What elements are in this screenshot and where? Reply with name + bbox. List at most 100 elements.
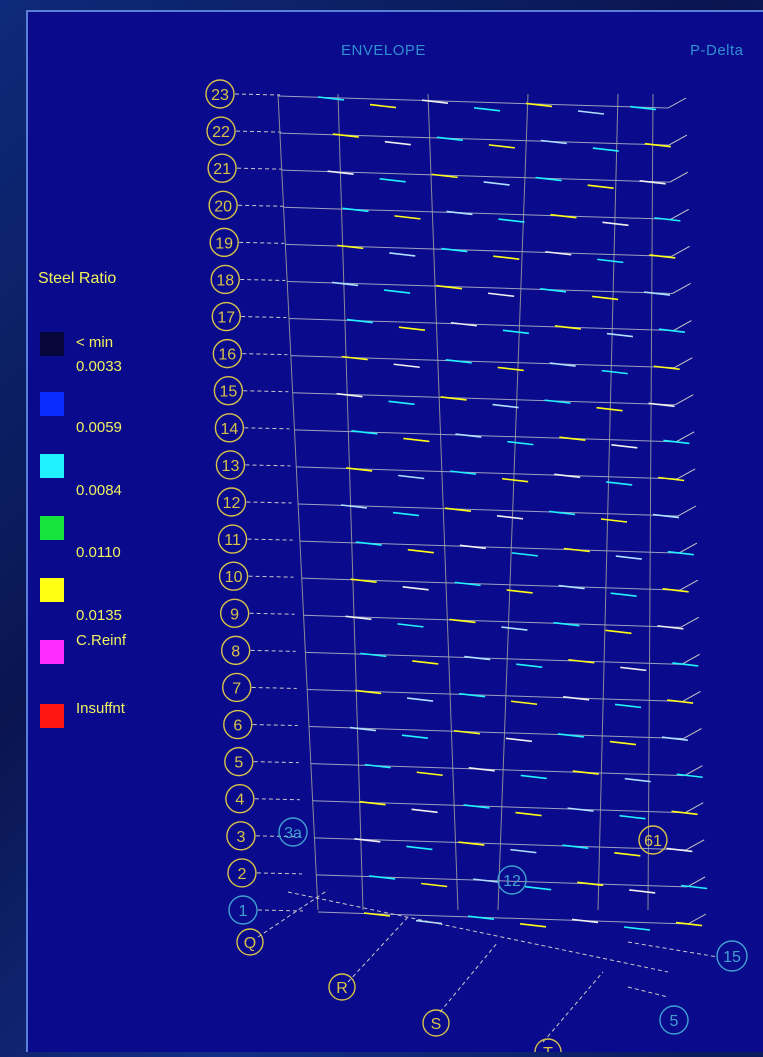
grid-bubble-r[interactable]: R — [328, 973, 356, 1001]
beam-segment — [402, 585, 429, 591]
grid-bubble-5[interactable]: 5 — [659, 1005, 689, 1035]
beam-segment — [567, 807, 594, 812]
story-bubble[interactable]: 7 — [222, 672, 252, 703]
story-bubble[interactable]: 2 — [227, 858, 257, 888]
beam-segment — [496, 515, 524, 520]
beam-segment — [558, 584, 585, 590]
story-bubble[interactable]: 17 — [211, 301, 241, 332]
legend-label: < min — [76, 334, 114, 351]
beam-segment — [511, 552, 538, 557]
svg-text:12: 12 — [223, 495, 241, 512]
beam-segment — [359, 800, 386, 806]
beam-segment — [440, 396, 467, 401]
story-bubble[interactable]: 1 — [228, 895, 258, 925]
story-leader — [249, 612, 295, 615]
floor-edge — [669, 171, 689, 183]
beam-segment — [379, 177, 406, 183]
beam-segment — [393, 363, 420, 369]
grid-bubble-q[interactable]: Q — [236, 928, 264, 956]
story-bubble[interactable]: 5 — [224, 746, 254, 777]
beam-segment — [557, 733, 585, 738]
beam-segment — [624, 777, 651, 783]
story-bubble[interactable]: 10 — [218, 561, 249, 591]
story-bubble[interactable]: 8 — [220, 635, 251, 666]
beam-segment — [525, 102, 553, 108]
floor-edge — [684, 765, 703, 777]
grid-bubble-12[interactable]: 12 — [497, 865, 527, 895]
story-leader — [248, 575, 294, 578]
beam-segment — [506, 589, 533, 594]
beam-segment — [369, 103, 397, 109]
story-bubble[interactable]: 6 — [223, 709, 253, 740]
floor-edge — [674, 357, 693, 369]
grid-bubble-3a[interactable]: 3a — [278, 817, 308, 847]
story-bubble[interactable]: 15 — [213, 376, 244, 406]
story-leader — [251, 686, 297, 689]
beam-segment — [383, 289, 411, 294]
beam-segment — [498, 218, 525, 223]
beam-segment — [643, 291, 671, 296]
story-bubble[interactable]: 4 — [225, 784, 255, 814]
svg-text:22: 22 — [212, 124, 230, 141]
analysis-tag: P-Delta — [690, 42, 744, 59]
story-bubble[interactable]: 20 — [208, 190, 238, 220]
beam-segment — [463, 804, 490, 809]
legend-swatch — [40, 332, 64, 356]
beam-segment — [355, 541, 382, 546]
beam-segment — [549, 362, 576, 367]
beam-segment — [360, 652, 387, 658]
story-bubble[interactable]: 23 — [205, 79, 235, 109]
beam-segment — [473, 107, 501, 112]
beam-segment — [354, 689, 382, 695]
grid-bubble-15[interactable]: 15 — [716, 940, 748, 972]
svg-text:15: 15 — [219, 384, 237, 401]
floor-edge — [668, 134, 688, 146]
svg-text:6: 6 — [233, 718, 242, 735]
grid-line — [627, 941, 719, 958]
story-bubble[interactable]: 9 — [219, 598, 250, 628]
beam-segment — [658, 476, 685, 482]
story-bubble[interactable]: 11 — [217, 524, 248, 554]
beam-segment — [345, 615, 372, 621]
beam-segment — [611, 444, 638, 449]
column-line — [277, 93, 319, 911]
story-bubble[interactable]: 12 — [216, 487, 247, 517]
grid-bubble-s[interactable]: S — [422, 1009, 450, 1037]
beam-segment — [384, 140, 411, 146]
floor-edge — [681, 653, 700, 665]
beam-segment — [341, 355, 368, 361]
story-bubble[interactable]: 18 — [210, 264, 240, 295]
story-bubble[interactable]: 21 — [207, 153, 237, 183]
story-bubble[interactable]: 3 — [226, 821, 256, 851]
beam-segment — [369, 875, 396, 880]
floor-edge — [676, 468, 696, 480]
beam-segment — [614, 852, 641, 857]
beam-segment — [596, 406, 623, 412]
beam-segment — [492, 403, 519, 409]
grid-bubble-61[interactable]: 61 — [638, 825, 668, 855]
floor-edge — [685, 802, 704, 814]
beam-segment — [346, 318, 374, 324]
floor-edge — [687, 913, 707, 925]
legend-title: Steel Ratio — [38, 270, 117, 287]
story-bubble[interactable]: 22 — [206, 116, 236, 146]
beam-segment — [545, 250, 572, 256]
svg-text:3a: 3a — [284, 825, 302, 842]
story-bubble[interactable]: 16 — [212, 338, 243, 369]
beam-segment — [666, 699, 694, 704]
beam-segment — [444, 507, 472, 512]
story-bubble[interactable]: 19 — [209, 227, 239, 258]
legend-swatch — [40, 578, 64, 602]
story-leader — [254, 798, 300, 801]
legend-label: Insuffnt — [76, 700, 125, 717]
grid-bubble-t[interactable]: T — [534, 1038, 562, 1052]
svg-text:1: 1 — [239, 903, 248, 920]
beam-segment — [654, 217, 681, 222]
floor-edge — [682, 691, 701, 702]
story-bubble[interactable]: 14 — [214, 413, 245, 443]
svg-text:5: 5 — [670, 1013, 679, 1030]
floor-edge — [277, 95, 669, 109]
story-bubble[interactable]: 13 — [215, 450, 246, 480]
